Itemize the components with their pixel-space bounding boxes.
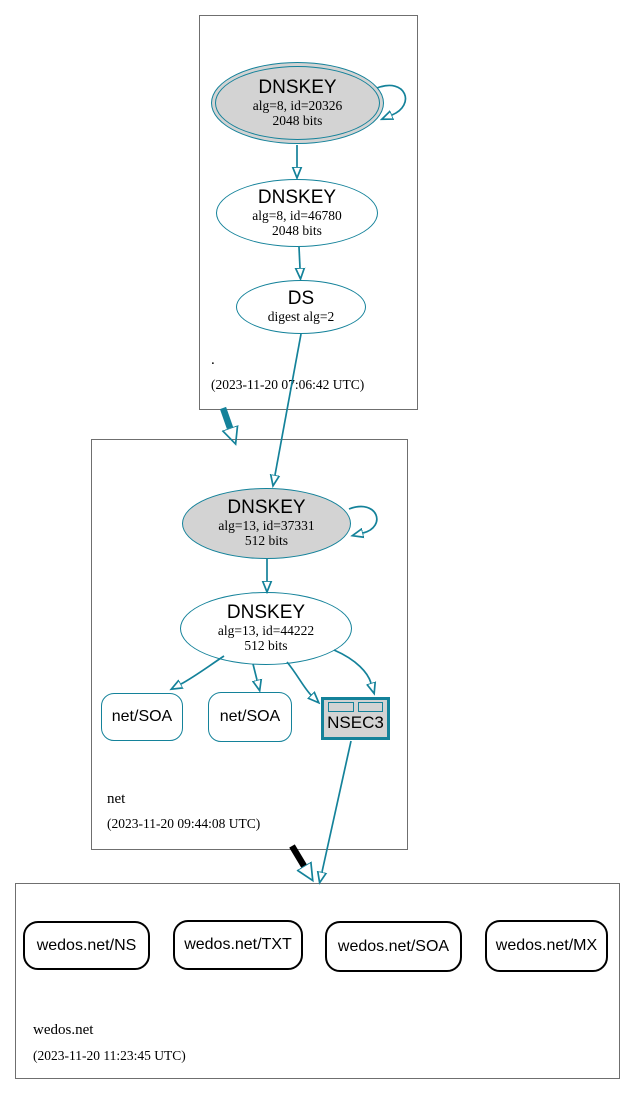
root-zsk-detail1: alg=8, id=46780 [252, 207, 342, 223]
net-ksk-dnskey-node[interactable]: DNSKEY alg=13, id=37331 512 bits [182, 488, 351, 559]
net-ksk-detail2: 512 bits [244, 533, 289, 549]
net-zone-label: net [107, 791, 126, 807]
net-zsk-detail2: 512 bits [244, 638, 288, 654]
wedos-zone-label: wedos.net [33, 1022, 94, 1038]
net-zsk-dnskey-node[interactable]: DNSKEY alg=13, id=44222 512 bits [180, 592, 352, 665]
net-soa-2-label: net/SOA [219, 708, 281, 725]
arrow-delegation-root-to-net [219, 406, 230, 428]
wedos-mx-label: wedos.net/MX [495, 937, 598, 954]
nsec3-label: NSEC3 [327, 713, 384, 732]
net-soa-rrset-2[interactable]: net/SOA [208, 692, 292, 742]
nsec3-cell-right [357, 702, 383, 712]
net-ksk-title: DNSKEY [227, 497, 306, 519]
root-ds-node[interactable]: DS digest alg=2 [236, 280, 366, 334]
net-soa-1-label: net/SOA [111, 708, 173, 725]
wedos-soa-label: wedos.net/SOA [337, 937, 450, 955]
root-ksk-detail2: 2048 bits [272, 112, 323, 128]
root-ksk-dnskey-node[interactable]: DNSKEY alg=8, id=20326 2048 bits [211, 62, 384, 144]
net-soa-rrset-1[interactable]: net/SOA [101, 693, 183, 741]
wedos-mx-rrset[interactable]: wedos.net/MX [485, 920, 608, 972]
root-ksk-detail1: alg=8, id=20326 [252, 97, 343, 113]
net-zsk-detail1: alg=13, id=44222 [217, 623, 315, 639]
root-ds-detail1: digest alg=2 [267, 309, 335, 325]
root-ksk-title: DNSKEY [258, 76, 337, 98]
root-zsk-dnskey-node[interactable]: DNSKEY alg=8, id=46780 2048 bits [216, 179, 378, 247]
net-nsec3-node[interactable]: NSEC3 [321, 697, 390, 740]
nsec3-header-cells [328, 702, 383, 712]
wedos-zone-timestamp: (2023-11-20 11:23:45 UTC) [33, 1048, 186, 1063]
root-zsk-detail2: 2048 bits [272, 222, 322, 238]
net-zone-timestamp: (2023-11-20 09:44:08 UTC) [107, 816, 261, 831]
root-zsk-title: DNSKEY [257, 186, 337, 208]
wedos-txt-rrset[interactable]: wedos.net/TXT [173, 920, 303, 970]
root-ds-title: DS [287, 288, 315, 310]
zone-box-net [91, 439, 408, 850]
nsec3-cell-left [328, 702, 354, 712]
root-ksk-inner-ring: DNSKEY alg=8, id=20326 2048 bits [215, 66, 380, 140]
root-zone-timestamp: (2023-11-20 07:06:42 UTC) [211, 377, 365, 392]
wedos-ns-label: wedos.net/NS [36, 936, 137, 954]
root-zone-label: . [211, 352, 215, 368]
zone-box-root [199, 15, 418, 410]
net-zsk-title: DNSKEY [226, 602, 306, 624]
net-ksk-detail1: alg=13, id=37331 [218, 518, 315, 534]
wedos-txt-label: wedos.net/TXT [184, 936, 292, 953]
wedos-ns-rrset[interactable]: wedos.net/NS [23, 921, 150, 970]
wedos-soa-rrset[interactable]: wedos.net/SOA [325, 921, 462, 972]
